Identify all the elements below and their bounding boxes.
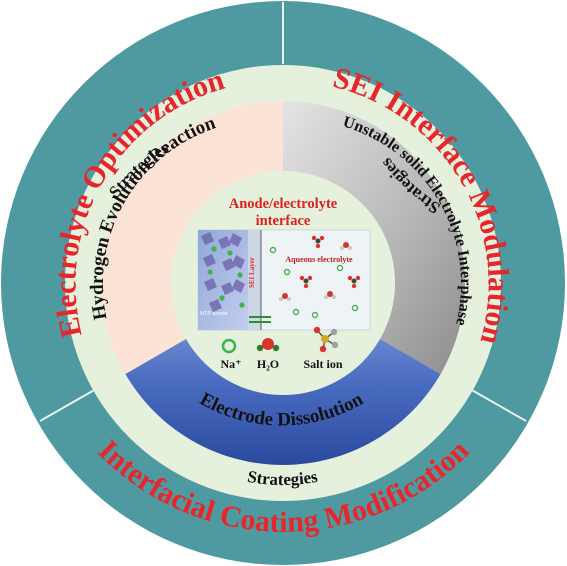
interface-illustration: SEI Layer NTP anode Aqueous electrolyte bbox=[197, 229, 371, 331]
na-ion-icon bbox=[221, 338, 237, 354]
strategies-bottom: Strategies bbox=[246, 467, 319, 489]
center-title-line1: Anode/electrolyte bbox=[229, 196, 338, 212]
salt-ion-molecules bbox=[299, 235, 361, 289]
sei-layer-label: SEI Layer bbox=[248, 257, 256, 288]
legend-h2o: H₂O bbox=[257, 357, 279, 371]
divider-right bbox=[469, 388, 527, 422]
aqueous-label: Aqueous electrolyte bbox=[285, 255, 353, 264]
water-molecule-icon bbox=[256, 338, 280, 352]
center-title-line2: interface bbox=[256, 213, 311, 229]
sodium-ions bbox=[269, 246, 359, 319]
divider-left bbox=[39, 388, 97, 422]
sei-layer-band bbox=[248, 230, 261, 330]
legend: Na⁺ H₂O Salt ion bbox=[221, 326, 343, 371]
salt-ion-icon bbox=[313, 326, 339, 353]
ntp-anode-label: NTP anode bbox=[200, 311, 228, 317]
water-molecules bbox=[279, 242, 352, 301]
legend-salt-ion: Salt ion bbox=[303, 357, 342, 371]
legend-na: Na⁺ bbox=[221, 357, 242, 371]
